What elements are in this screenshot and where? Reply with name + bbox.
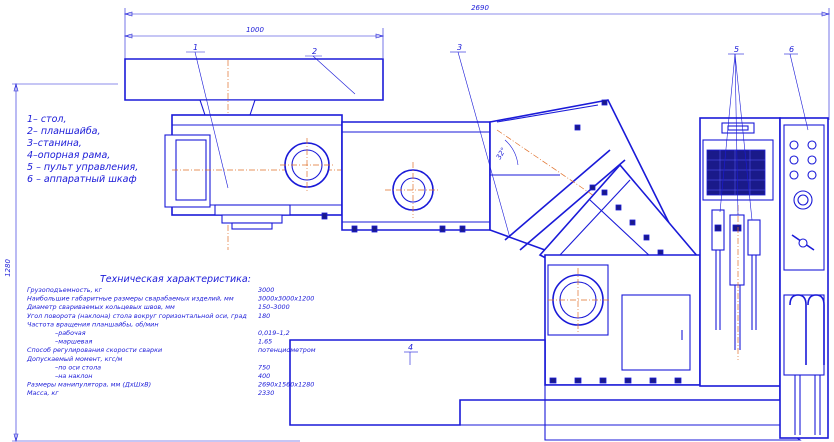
callout-2: 2 bbox=[312, 47, 317, 56]
spec-label: Способ регулирования скорости сварки bbox=[27, 346, 162, 354]
spec-table: Техническая характеристика: Грузоподъемн… bbox=[26, 274, 316, 397]
legend-item-3: 3–станина, bbox=[27, 138, 82, 149]
spec-label: –маршевая bbox=[55, 338, 92, 346]
base-frame bbox=[289, 254, 802, 441]
spec-value: 0,019–1,2 bbox=[258, 329, 290, 337]
spec-label: –на наклон bbox=[55, 372, 92, 380]
legend-item-6: 6 – аппаратный шкаф bbox=[27, 174, 137, 185]
callout-1: 1 bbox=[193, 43, 198, 52]
rotator-housing bbox=[164, 114, 345, 230]
spec-value: 3000х3000х1200 bbox=[258, 295, 314, 303]
spec-label: Наибольшие габаритные размеры сварабаемы… bbox=[27, 295, 234, 303]
height-label: 1280 bbox=[4, 259, 12, 277]
table-plate bbox=[124, 58, 384, 250]
dimension-height: 1280 bbox=[4, 82, 300, 442]
table-length-label: 1000 bbox=[246, 26, 264, 34]
spec-value: 750 bbox=[258, 363, 270, 371]
spec-value: потенциометром bbox=[258, 346, 316, 354]
spec-label: –по оси стола bbox=[55, 363, 101, 371]
legend-item-1: 1– стол, bbox=[27, 114, 66, 125]
spec-label: Грузоподъемность, кг bbox=[27, 286, 102, 294]
spec-label: Допускаемый момент, кгс/м bbox=[26, 355, 122, 363]
legend: 1– стол, 2– планшайба, 3–станина, 4–опор… bbox=[27, 114, 138, 185]
spec-label: Размеры манипулятора, мм (ДхШхВ) bbox=[27, 381, 151, 389]
dimension-table-length: 1000 bbox=[123, 26, 385, 58]
control-panel bbox=[699, 117, 781, 387]
spec-value: 2690х1560х1280 bbox=[258, 381, 314, 389]
spec-value: 2330 bbox=[258, 389, 274, 397]
spec-value: 3000 bbox=[258, 286, 274, 294]
legend-item-5: 5 – пульт управления, bbox=[27, 162, 138, 173]
dimension-total-length: 2690 bbox=[123, 4, 831, 120]
spec-label: Угол поворота (наклона) стола вокруг гор… bbox=[27, 312, 247, 320]
callout-5: 5 bbox=[734, 45, 739, 54]
legend-item-2: 2– планшайба, bbox=[27, 126, 101, 137]
spec-label: Частота вращения планшайбы, об/мин bbox=[27, 320, 159, 328]
spec-value: 400 bbox=[258, 372, 270, 380]
spec-label: Диаметр свариваемых кольцевых швов, мм bbox=[26, 303, 175, 311]
apparatus-cabinet bbox=[779, 117, 829, 439]
spec-value: 180 bbox=[258, 312, 270, 320]
callouts: 1 2 3 4 5 6 bbox=[186, 43, 809, 365]
legend-item-4: 4–опорная рама, bbox=[27, 150, 110, 161]
spec-label: –рабочая bbox=[55, 329, 86, 337]
spec-title: Техническая характеристика: bbox=[100, 274, 251, 285]
callout-3: 3 bbox=[457, 43, 462, 52]
spec-value: 150–3000 bbox=[258, 303, 290, 311]
total-length-label: 2690 bbox=[471, 4, 489, 12]
spec-label: Масса, кг bbox=[27, 389, 59, 397]
spec-value: 1,65 bbox=[258, 338, 272, 346]
callout-4: 4 bbox=[408, 343, 413, 352]
callout-6: 6 bbox=[789, 45, 794, 54]
